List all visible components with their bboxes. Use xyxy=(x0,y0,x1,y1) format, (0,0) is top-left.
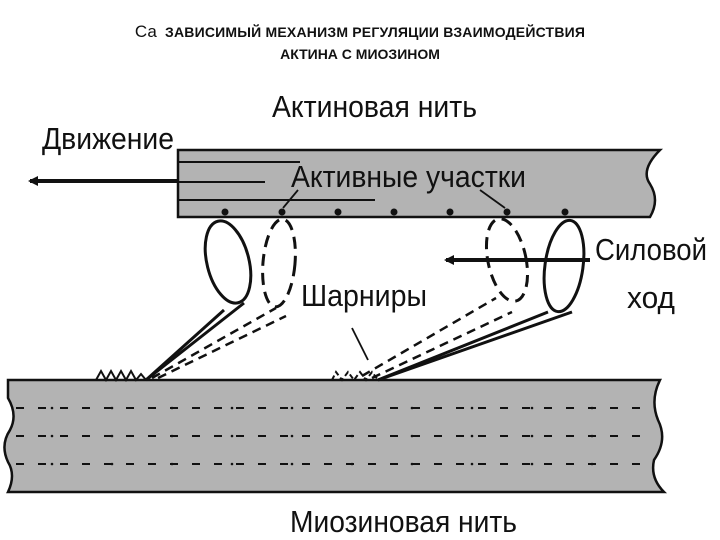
left-myosin-head xyxy=(197,216,258,308)
left-myosin-head-dashed xyxy=(259,218,299,308)
myosin-filament-label: Миозиновая нить xyxy=(290,504,517,539)
hinges-pointer xyxy=(352,328,368,360)
right-neck-solid xyxy=(378,312,572,380)
myosin-filament xyxy=(4,380,664,492)
active-site-dot xyxy=(562,209,569,216)
right-neck-dashed xyxy=(372,312,512,378)
active-site-dot xyxy=(222,209,229,216)
left-hinge-zigzag xyxy=(96,371,146,380)
active-site-dot xyxy=(504,209,511,216)
active-site-dot xyxy=(391,209,398,216)
active-site-dot xyxy=(279,209,286,216)
left-neck-dashed xyxy=(158,316,286,378)
hinges-label: Шарниры xyxy=(301,278,427,313)
right-myosin-head xyxy=(539,218,589,314)
power-stroke-label-line2: ход xyxy=(627,280,675,315)
active-site-dot xyxy=(447,209,454,216)
active-sites-label: Активные участки xyxy=(291,159,526,194)
actin-filament-label: Актиновая нить xyxy=(272,89,477,124)
left-neck-solid xyxy=(146,303,244,380)
movement-label: Движение xyxy=(42,121,174,156)
power-stroke-label-line1: Силовой xyxy=(595,232,707,267)
active-site-dot xyxy=(335,209,342,216)
